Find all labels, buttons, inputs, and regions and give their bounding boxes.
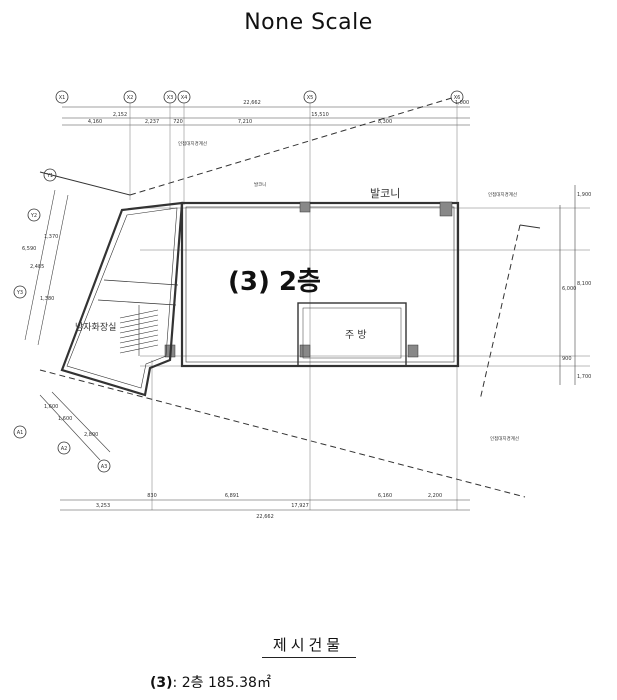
caption-title: 제시건물	[272, 636, 345, 654]
room-label-balcony: 발코니	[370, 187, 400, 200]
svg-text:X6: X6	[454, 95, 461, 101]
svg-text:6,891: 6,891	[225, 493, 239, 499]
svg-text:인접대지경계선: 인접대지경계선	[490, 435, 519, 442]
svg-text:2,800: 2,800	[84, 432, 98, 438]
svg-text:22,662: 22,662	[243, 100, 261, 106]
stair-treads	[119, 305, 159, 356]
svg-text:1,700: 1,700	[577, 374, 591, 380]
svg-text:1,600: 1,600	[58, 416, 72, 422]
page-title: None Scale	[244, 10, 373, 35]
dimension-text-bottom: 22,662 3,253 830 6,891 17,927 6,160 2,20…	[96, 493, 442, 520]
svg-text:8,300: 8,300	[378, 119, 392, 125]
grid-label-top: X1 X2 X3 X4 X5 X6	[59, 95, 461, 101]
grid-lines-vertical	[129, 103, 458, 510]
svg-text:Y2: Y2	[30, 213, 37, 219]
svg-text:720: 720	[173, 119, 183, 125]
svg-text:1,370: 1,370	[44, 234, 58, 240]
svg-text:900: 900	[562, 356, 572, 362]
svg-text:발코니: 발코니	[254, 181, 266, 188]
svg-text:830: 830	[147, 493, 157, 499]
svg-text:1,380: 1,380	[40, 296, 54, 302]
svg-text:X3: X3	[167, 95, 174, 101]
room-label-restroom: 남자화장실	[75, 322, 116, 333]
svg-text:6,000: 6,000	[562, 286, 576, 292]
dimension-lines-right	[559, 185, 576, 385]
svg-text:인접대지경계선: 인접대지경계선	[178, 140, 207, 147]
svg-text:1,600: 1,600	[44, 404, 58, 410]
svg-text:7,210: 7,210	[238, 119, 252, 125]
grid-lines-horizontal	[140, 207, 590, 367]
caption-underline	[262, 657, 356, 658]
svg-text:22,662: 22,662	[256, 514, 274, 520]
svg-text:Y3: Y3	[16, 290, 23, 296]
dimension-lines-bottom	[60, 499, 470, 511]
svg-text:X5: X5	[307, 95, 314, 101]
svg-text:A3: A3	[101, 464, 108, 470]
svg-text:X1: X1	[59, 95, 66, 101]
grid-markers-left	[13, 168, 57, 299]
floor-label: (3) 2층	[228, 267, 321, 297]
dimension-text-top: 22,662 4,160 2,152 2,237 720 7,210 15,51…	[88, 100, 469, 125]
svg-text:X2: X2	[127, 95, 134, 101]
svg-text:3,253: 3,253	[96, 503, 110, 509]
svg-text:2,152: 2,152	[113, 112, 127, 118]
caption-area: (3): 2층 185.38㎡	[150, 672, 271, 692]
caption-area-prefix: (3)	[150, 675, 173, 691]
dimension-text-left: 6,590 1,370 2,485 1,380 1,600 1,600 2,80…	[22, 234, 98, 438]
stair-core	[60, 201, 184, 397]
grid-markers-bottom-left	[13, 425, 111, 473]
dimension-lines-left	[24, 189, 111, 461]
grid-label-bottom: A1 A2 A3	[17, 430, 108, 470]
svg-text:15,510: 15,510	[311, 112, 329, 118]
kitchen-walls	[297, 302, 407, 367]
svg-text:2,200: 2,200	[428, 493, 442, 499]
dimension-text-right: 1,900 8,100 6,000 900 1,700	[562, 192, 591, 380]
caption-area-text: : 2층 185.38㎡	[172, 675, 271, 691]
svg-text:Y1: Y1	[46, 173, 53, 179]
svg-text:1,900: 1,900	[577, 192, 591, 198]
svg-text:인접대지경계선: 인접대지경계선	[488, 191, 517, 198]
grid-label-left: Y1 Y2 Y3	[16, 173, 53, 296]
site-boundary	[39, 96, 541, 498]
svg-text:6,590: 6,590	[22, 246, 36, 252]
svg-text:17,927: 17,927	[291, 503, 309, 509]
svg-text:6,160: 6,160	[378, 493, 392, 499]
svg-text:1,000: 1,000	[455, 100, 469, 106]
svg-text:2,237: 2,237	[145, 119, 159, 125]
svg-text:A1: A1	[17, 430, 24, 436]
room-label-kitchen: 주 방	[345, 329, 367, 341]
svg-text:2,485: 2,485	[30, 264, 44, 270]
svg-text:X4: X4	[181, 95, 188, 101]
svg-text:8,100: 8,100	[577, 281, 591, 287]
annotation-notes: 인접대지경계선 발코니 인접대지경계선 인접대지경계선	[178, 140, 519, 442]
svg-text:4,160: 4,160	[88, 119, 102, 125]
svg-text:A2: A2	[61, 446, 68, 452]
